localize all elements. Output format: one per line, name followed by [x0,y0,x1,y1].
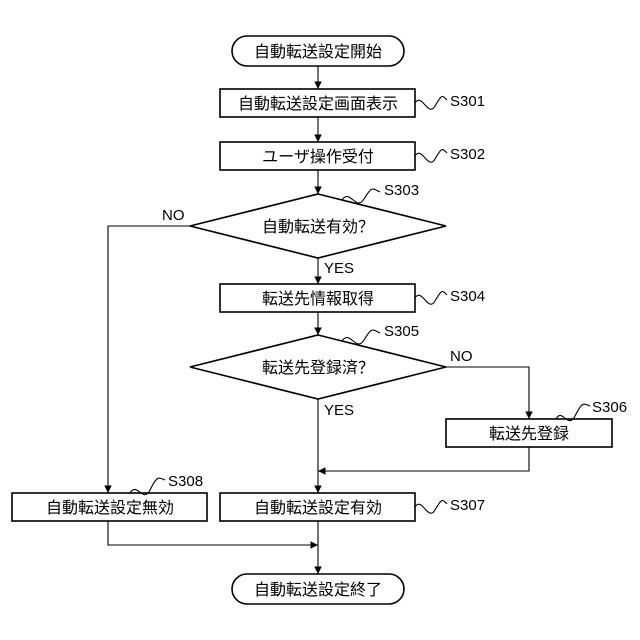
s307-step-id: S307 [450,497,485,514]
process-s304-label: 転送先情報取得 [262,289,374,308]
s305-yes-label: YES [324,402,354,419]
s306-step-id: S306 [592,399,627,416]
s308-step-id: S308 [168,473,203,490]
s303-yes-label: YES [324,260,354,277]
s305-step-id: S305 [384,323,419,340]
s307-leader [415,500,447,513]
process-s308-label: 自動転送設定無効 [46,498,174,517]
s304-leader [415,291,447,304]
edge-s306-to-merge [318,447,529,471]
s301-step-id: S301 [450,93,485,110]
end-label: 自動転送設定終了 [254,580,382,599]
s302-leader [415,149,447,162]
edge-s305-no-to-s306 [446,367,529,419]
s305-no-label: NO [450,348,473,365]
process-s301-label: 自動転送設定画面表示 [238,94,398,113]
process-s307-label: 自動転送設定有効 [254,498,382,517]
start-label: 自動転送設定開始 [254,42,382,61]
s301-leader [415,96,447,109]
process-s302-label: ユーザ操作受付 [262,147,374,166]
s303-step-id: S303 [384,182,419,199]
edge-s303-no-to-s308 [108,226,190,493]
edge-s308-to-merge [108,521,318,545]
decision-s303-label: 自動転送有効？ [262,217,374,236]
process-s306-label: 転送先登録 [489,424,569,443]
s303-no-label: NO [162,207,185,224]
s304-step-id: S304 [450,288,485,305]
s302-step-id: S302 [450,146,485,163]
decision-s305-label: 転送先登録済？ [262,358,374,377]
